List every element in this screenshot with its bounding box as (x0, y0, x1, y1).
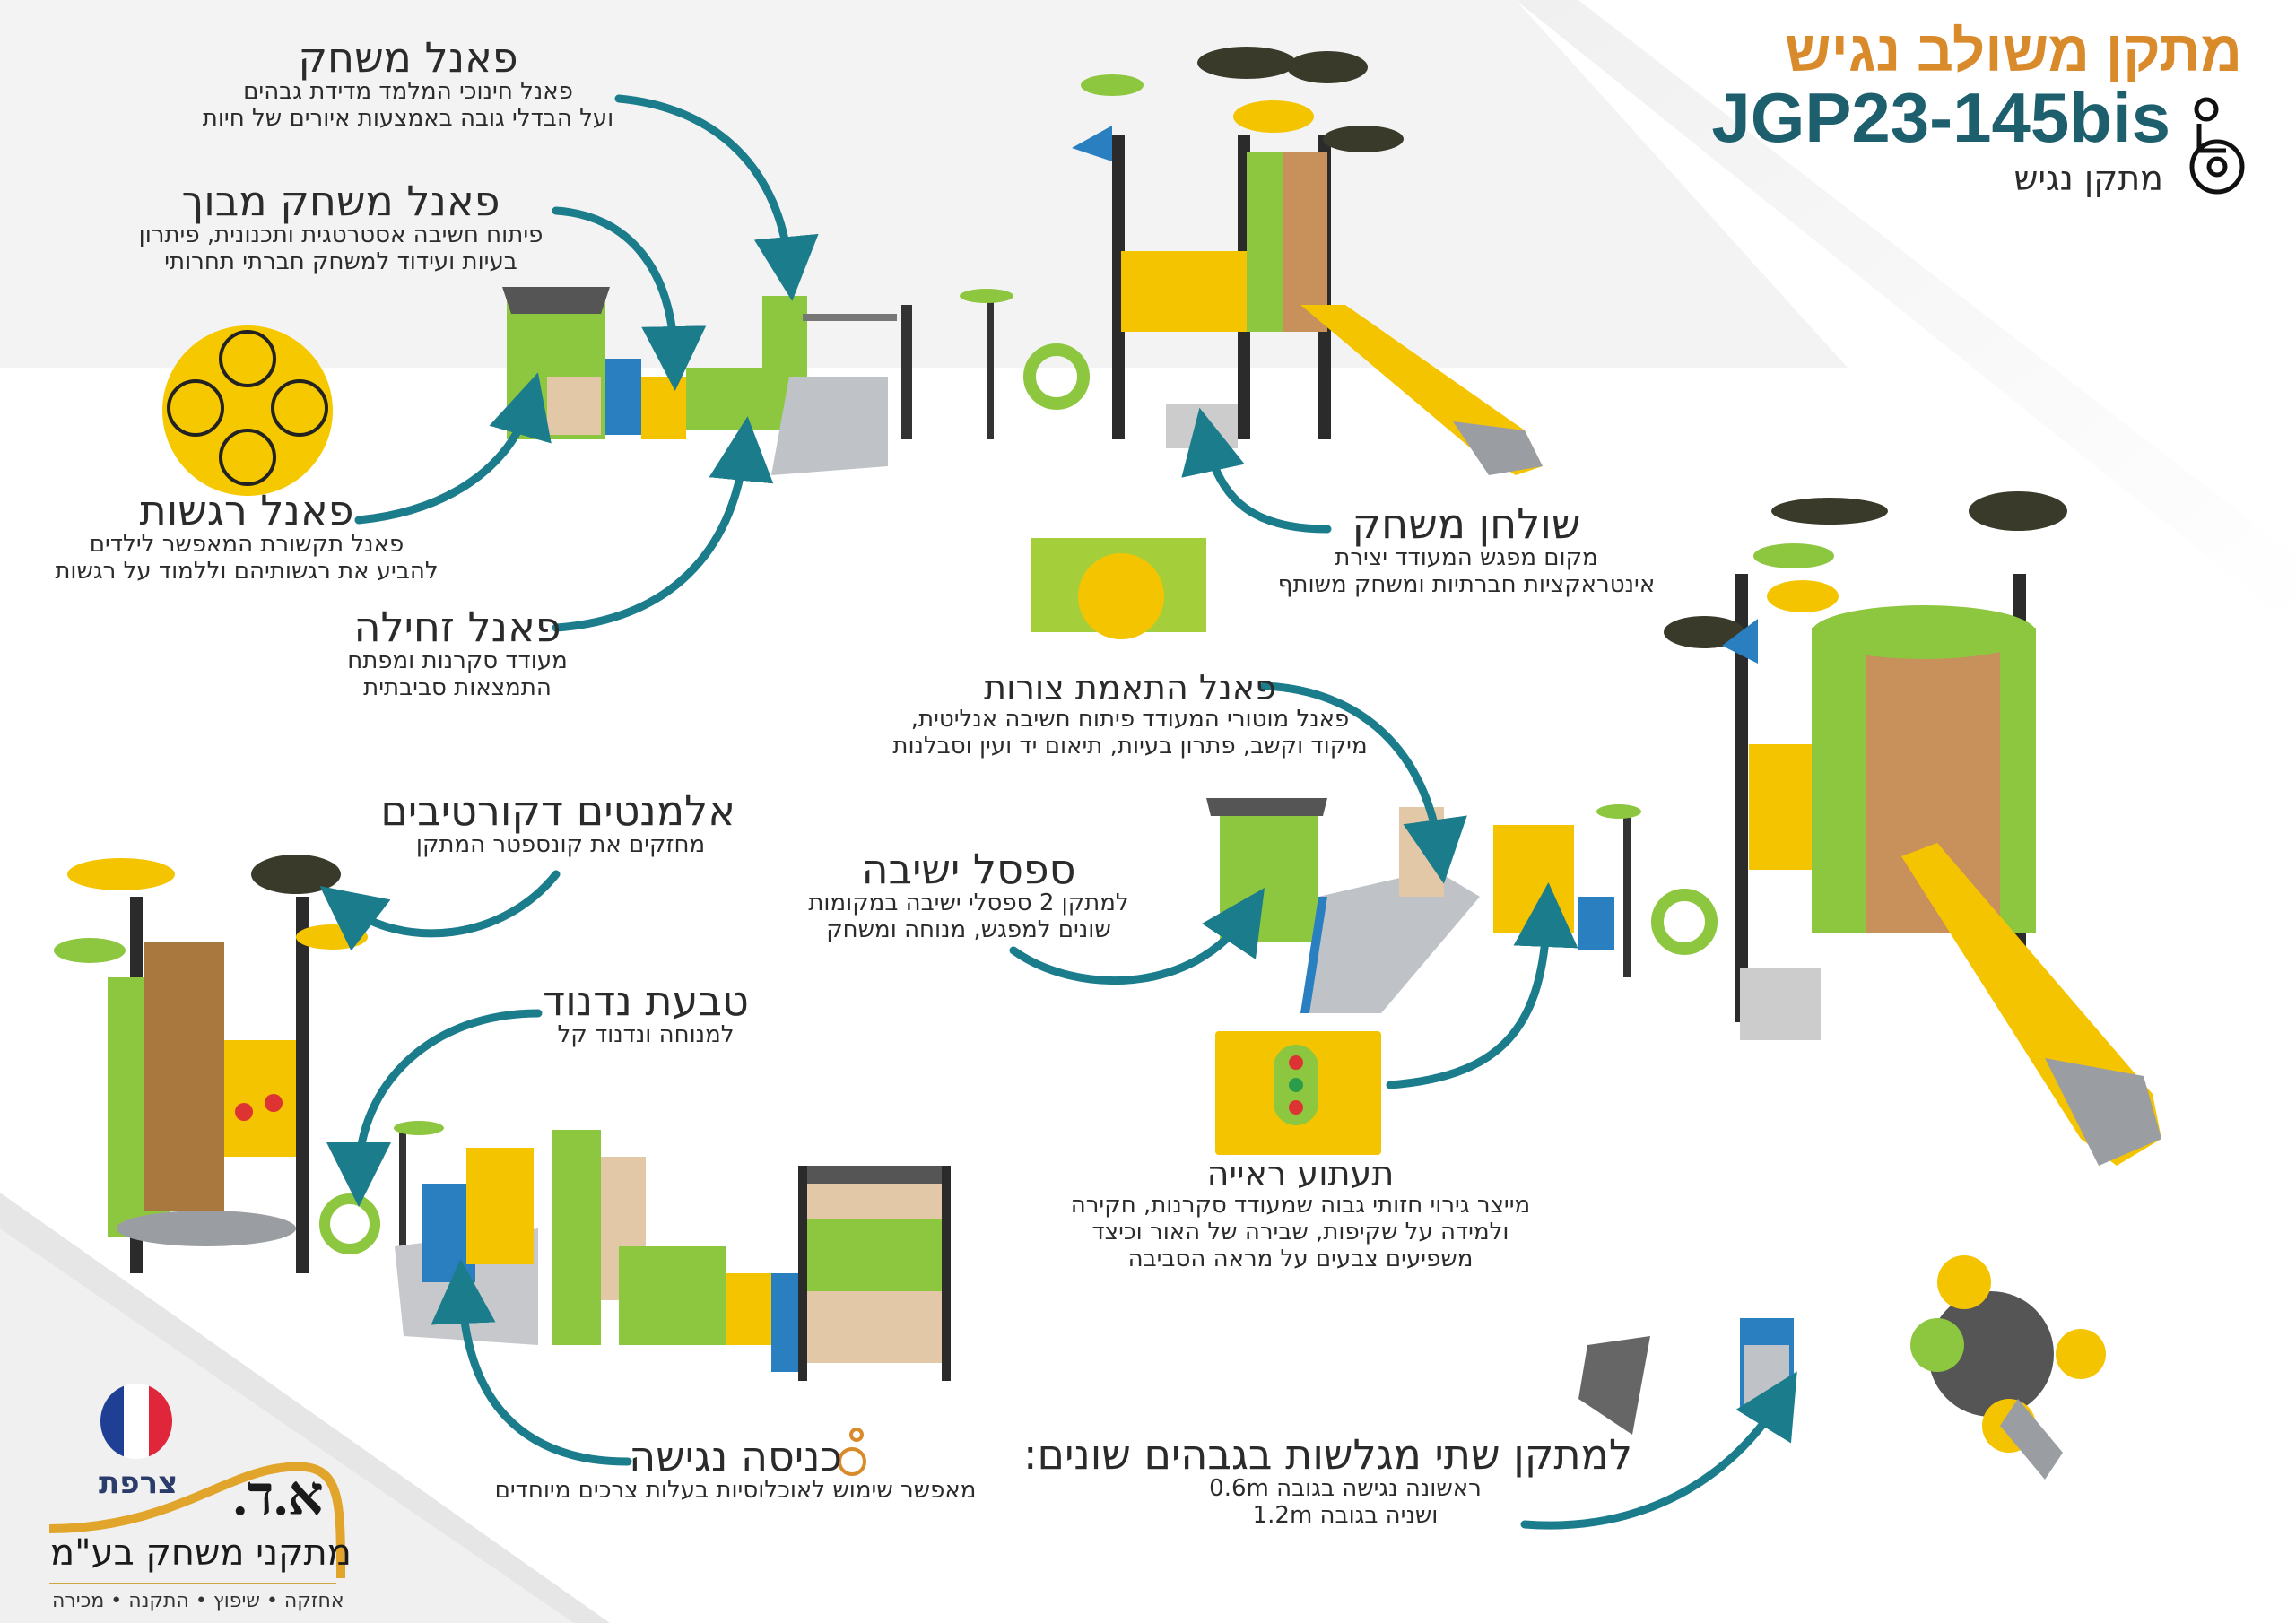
accessible-entrance-icon (838, 1428, 866, 1476)
arrow-play-panel (614, 94, 819, 301)
callout-line: אינטראקציות חברתיות ומשחק משותף (1277, 571, 1656, 599)
callout-line: פאנל מוטורי המעודד פיתוח חשיבה אנליטית, (910, 705, 1350, 733)
header: מתקן משולב נגיש (1785, 19, 2242, 83)
callout-line: למתקן 2 ספסלי ישיבה במקומות (808, 890, 1129, 917)
callout-title: למתקן שתי מגלשות בגבהים שונים: (1023, 1430, 1632, 1479)
callout-shapes-panel: פאנל התאמת צורות פאנל מוטורי המעודד פיתו… (888, 668, 1372, 760)
origin-country: צרפת (99, 1465, 178, 1501)
playground-structure-a (502, 287, 1090, 475)
model-number: JGP23-145bis (1711, 78, 2170, 157)
arrow-maze-panel (552, 206, 707, 391)
callout-line: פאנל תקשורת המאפשר לילדים (89, 531, 404, 559)
callout-title: כניסה נגישה (629, 1432, 842, 1480)
callout-title: פאנל רגשות (139, 486, 354, 534)
callout-arrows (319, 94, 1797, 1530)
callout-title: פאנל משחק (298, 33, 518, 82)
arrow-slides (1520, 1371, 1797, 1530)
wheelchair-icon (2189, 97, 2245, 195)
callout-line: מקום מפגש המעודד יצירת (1335, 544, 1598, 572)
arrow-entrance (430, 1259, 632, 1466)
playground-top-view (1578, 1255, 2106, 1480)
callout-play-table: שולחן משחק מקום מפגש המעודד יצירת אינטרא… (1265, 502, 1668, 599)
product-subtitle: מתקן נגיש (2013, 159, 2163, 198)
callout-illusion: תעתוע ראייה מייצר גירוי חזותי גבוה שמעוד… (1058, 1154, 1543, 1273)
callout-title: אלמנטים דקורטיבים (380, 786, 735, 835)
arrow-bench (1009, 888, 1265, 985)
callout-line: מאפשר שימוש לאוכלוסיות בעלות צרכים מיוחד… (494, 1477, 977, 1505)
playground-structure-d (1664, 491, 2161, 1166)
callout-crawl-panel: פאנל זחילה מעודד סקרנות ומפתח התמצאות סב… (341, 605, 574, 702)
callout-swing-ring: טבעת נדנוד למנוחה ונדנוד קל (538, 979, 753, 1049)
callout-title: טבעת נדנוד (543, 976, 749, 1025)
product-title: מתקן משולב נגיש (1785, 19, 2242, 83)
company-tagline: אחזקה • שיפוץ • התקנה • מכירה (52, 1590, 344, 1612)
arrow-crawl-panel (552, 416, 774, 632)
company-logo-mark: א.ד. (233, 1466, 324, 1527)
callout-title: תעתוע ראייה (1206, 1154, 1395, 1193)
arrow-emotions-panel (354, 372, 552, 525)
callout-slides: למתקן שתי מגלשות בגבהים שונים: ראשונה נג… (1023, 1430, 1632, 1530)
callout-emotions-panel: פאנל רגשות פאנל תקשורת המאפשר לילדים להב… (45, 489, 448, 586)
callout-play-panel: פאנל משחק פאנל חינוכי המלמד מדידת גבהים … (197, 36, 619, 133)
callout-title: פאנל זחילה (353, 603, 561, 651)
playground-structure-e (54, 855, 444, 1273)
france-flag-icon (100, 1384, 172, 1459)
callout-title: שולחן משחק (1352, 499, 1581, 548)
illusion-panel-image (1215, 1031, 1381, 1155)
logo-swoosh (48, 1462, 345, 1579)
callout-maze-panel: פאנל משחק מבוך פיתוח חשיבה אסטרטגית ותכנ… (117, 179, 565, 276)
callout-line: ועל הבדלי גובה באמצעות איורים של חיות (202, 105, 614, 133)
shapes-panel-image (1031, 538, 1206, 639)
callout-accessible-entrance: כניסה נגישה מאפשר שימוש לאוכלוסיות בעלות… (489, 1435, 982, 1505)
callout-line: מעודד סקרנות ומפתח (347, 647, 568, 675)
callout-line: שונים למפגש, מנוחה ומשחק (826, 916, 1111, 944)
callout-line: ראשונה נגישה בגובה 0.6m (1209, 1475, 1482, 1503)
callout-line: מחזקים את קונספטר המתקן (415, 831, 706, 859)
callout-line: ושניה בגובה 1.2m (1252, 1502, 1439, 1530)
callout-line: מיקוד וקשב, פתרון בעיות, תיאום יד ועין ו… (892, 732, 1368, 759)
arrow-shapes-panel (1260, 681, 1467, 884)
callout-bench: ספסל ישיבה למתקן 2 ספסלי ישיבה במקומות ש… (798, 847, 1139, 944)
callout-line: מייצר גירוי חזותי גבוה שמעודד סקרנות, חק… (1070, 1191, 1531, 1219)
arrow-swing-ring (326, 1009, 543, 1207)
callout-title: ספסל ישיבה (861, 845, 1076, 893)
company-name: מתקני משחק בע"מ (50, 1532, 352, 1574)
playground-structure-f (395, 1130, 951, 1381)
callout-decor: אלמנטים דקורטיבים מחזקים את קונספטר המתק… (380, 786, 735, 859)
callout-title: פאנל התאמת צורות (984, 668, 1276, 707)
callout-line: למנוחה ונדנוד קל (557, 1021, 735, 1049)
callout-line: פיתוח חשיבה אסטרטגית ותכנונית, פיתרון (138, 221, 544, 249)
callout-line: פאנל חינוכי המלמד מדידת גבהים (243, 78, 573, 106)
arrow-decor (319, 870, 561, 951)
callout-title: פאנל משחק מבוך (181, 177, 500, 225)
callout-line: בעיות ועידוד למשחק חברתי תחרותי (164, 248, 517, 276)
callout-line: להביע את רגשותיהם וללמוד על רגשות (55, 558, 439, 586)
callout-line: התמצאות סביבתית (363, 674, 552, 702)
arrow-illusion (1386, 882, 1578, 1089)
callout-line: ולמידה על שקיפות, שבירה של האור וכיצד (1091, 1218, 1509, 1245)
callout-line: משפיעים צבעים על מראה הסביבה (1127, 1245, 1474, 1272)
playground-structure-c (1206, 798, 1718, 1013)
emotions-panel-image (162, 325, 333, 496)
arrow-play-table (1181, 407, 1332, 534)
